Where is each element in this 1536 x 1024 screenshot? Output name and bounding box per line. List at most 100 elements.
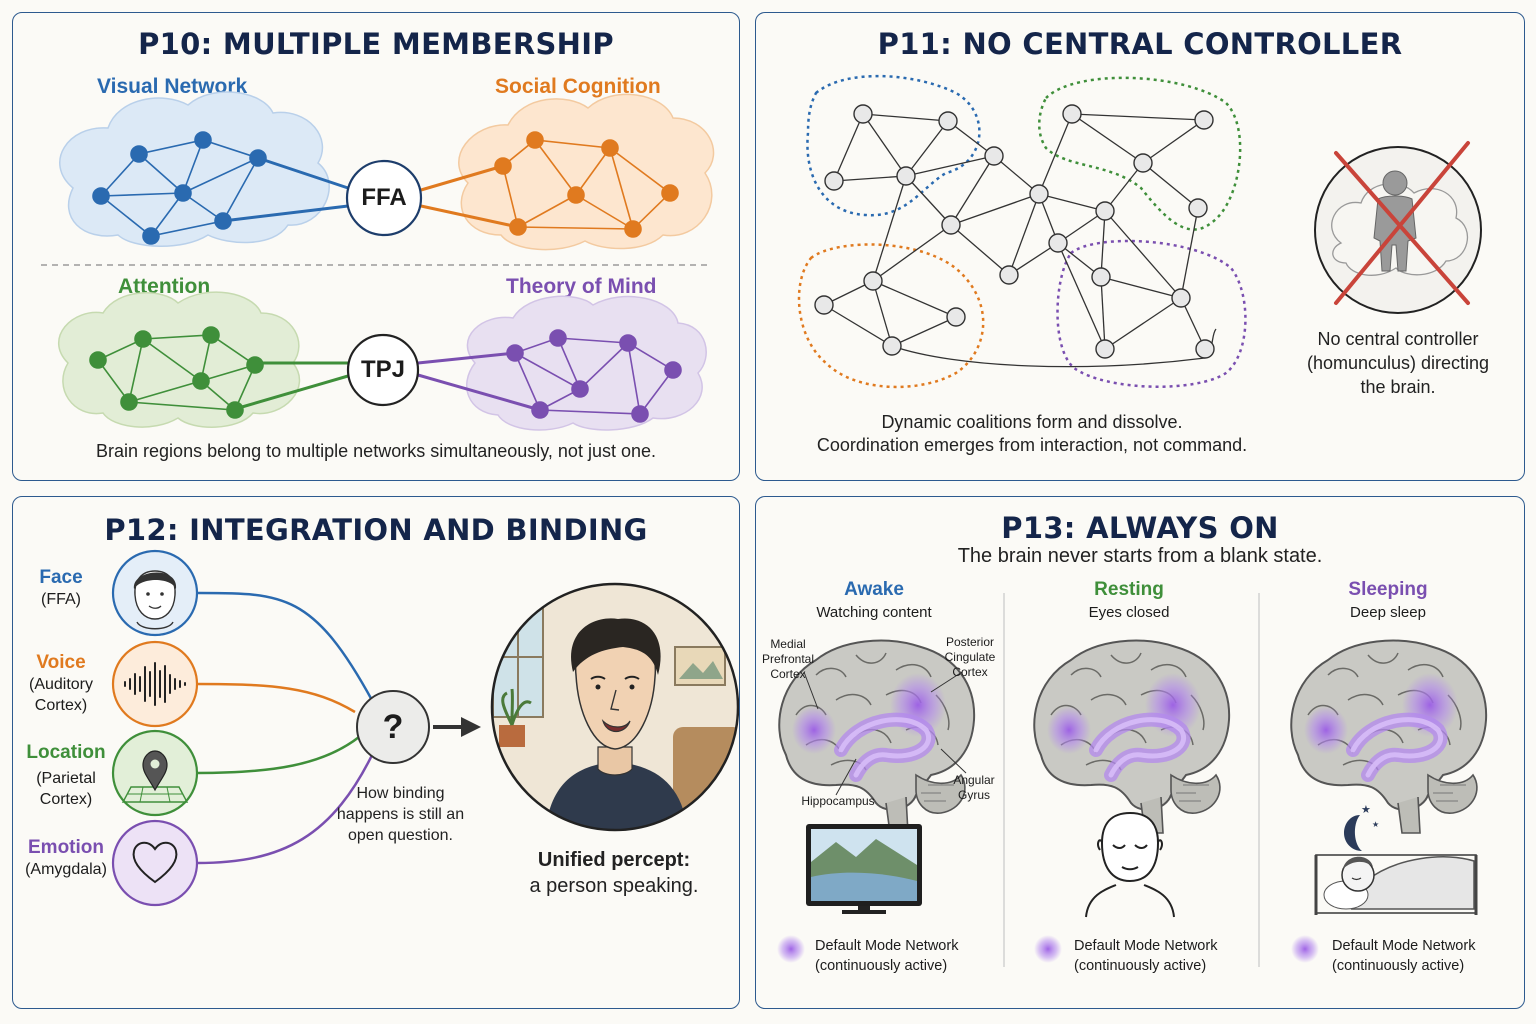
face-region: (FFA) bbox=[41, 591, 81, 608]
location-name: Location bbox=[26, 742, 106, 763]
homunculus-caption-3: the brain. bbox=[1360, 377, 1436, 397]
p10-caption: Brain regions belong to multiple network… bbox=[96, 441, 656, 461]
face-icon bbox=[111, 549, 199, 637]
always-on-diagram: ★ ★ bbox=[756, 593, 1524, 967]
visual-network-label: Visual Network bbox=[97, 75, 248, 98]
dmn-glow-icon bbox=[1291, 935, 1319, 963]
panel-title: P13: ALWAYS ON bbox=[1001, 511, 1279, 545]
arrow-right-icon bbox=[433, 717, 481, 737]
state-resting: Resting Eyes closed bbox=[1031, 579, 1227, 621]
brain-label-pointers bbox=[803, 671, 967, 796]
label-hippocampus: Hippocampus bbox=[801, 794, 875, 808]
svg-text:★: ★ bbox=[1361, 804, 1371, 816]
percept-text: a person speaking. bbox=[529, 875, 699, 897]
state-desc: Watching content bbox=[816, 604, 932, 621]
panel-subtitle: The brain never starts from a blank stat… bbox=[957, 545, 1323, 567]
pcc-line2: Cingulate bbox=[944, 650, 996, 664]
emotion-name: Emotion bbox=[28, 837, 104, 858]
state-name: Awake bbox=[844, 579, 904, 600]
mpfc-line1: Medial bbox=[770, 637, 806, 651]
panel-title: P10: MULTIPLE MEMBERSHIP bbox=[138, 27, 614, 61]
theory-of-mind-label: Theory of Mind bbox=[506, 275, 657, 298]
homunculus-icon bbox=[1314, 141, 1482, 314]
resting-face-icon bbox=[1085, 811, 1175, 918]
mpfc-line2: Prefrontal bbox=[761, 652, 815, 666]
input-label-voice: Voice (Auditory Cortex) bbox=[18, 652, 104, 716]
voice-region-1: (Auditory bbox=[28, 676, 94, 693]
tpj-hub bbox=[346, 333, 420, 407]
brain-sleeping bbox=[1291, 641, 1486, 833]
legend-resting: Default Mode Network (continuously activ… bbox=[1074, 936, 1217, 976]
state-awake: Awake Watching content bbox=[776, 579, 972, 621]
input-label-emotion: Emotion (Amygdala) bbox=[18, 837, 114, 880]
legend-line1: Default Mode Network bbox=[1074, 938, 1218, 954]
legend-line1: Default Mode Network bbox=[815, 938, 959, 954]
label-angular-gyrus: Angular Gyrus bbox=[946, 773, 1002, 803]
panel-title: P11: NO CENTRAL CONTROLLER bbox=[877, 27, 1403, 61]
binding-caption-1: How binding bbox=[356, 785, 445, 802]
ffa-hub bbox=[345, 159, 423, 237]
visual-network-graph bbox=[92, 131, 267, 245]
network-edges bbox=[823, 113, 1217, 368]
location-region-2: Cortex) bbox=[39, 791, 93, 808]
tv-icon bbox=[806, 824, 922, 914]
state-sleeping: Sleeping Deep sleep bbox=[1290, 579, 1486, 621]
panel-p12: P12: INTEGRATION AND BINDING Face (FFA) … bbox=[12, 496, 740, 1009]
social-cognition-cloud bbox=[458, 93, 715, 251]
pcc-line3: Cortex bbox=[952, 665, 988, 679]
face-name: Face bbox=[39, 567, 83, 588]
coalition-green bbox=[1038, 76, 1242, 231]
theory-of-mind-cloud bbox=[466, 295, 707, 431]
coalition-caption-1: Dynamic coalitions form and dissolve. bbox=[881, 412, 1183, 432]
person-speaking-illustration bbox=[490, 582, 739, 832]
map-pin-icon bbox=[111, 729, 199, 817]
state-name: Sleeping bbox=[1348, 579, 1428, 600]
location-region-1: (Parietal bbox=[36, 770, 96, 787]
social-cognition-label: Social Cognition bbox=[495, 75, 661, 98]
binding-caption-2: happens is still an bbox=[336, 806, 465, 823]
legend-line2: (continuously active) bbox=[815, 958, 948, 974]
coalition-blue bbox=[806, 74, 981, 217]
angular-line1: Angular bbox=[953, 773, 995, 787]
legend-awake: Default Mode Network (continuously activ… bbox=[815, 936, 958, 976]
label-mpfc: Medial Prefrontal Cortex bbox=[758, 637, 818, 682]
svg-text:★: ★ bbox=[1372, 820, 1379, 829]
dmn-glow-icon bbox=[1034, 935, 1062, 963]
legend-line1: Default Mode Network bbox=[1332, 938, 1476, 954]
attention-network-graph bbox=[89, 326, 264, 419]
coalition-purple bbox=[1056, 239, 1247, 388]
network-nodes bbox=[814, 104, 1215, 359]
tom-network-graph bbox=[506, 329, 682, 423]
state-desc: Eyes closed bbox=[1088, 604, 1170, 621]
coalition-orange bbox=[797, 243, 985, 389]
question-mark: ? bbox=[382, 708, 404, 746]
mpfc-line3: Cortex bbox=[770, 667, 806, 681]
state-desc: Deep sleep bbox=[1350, 604, 1426, 621]
voice-region-2: Cortex) bbox=[34, 697, 88, 714]
ffa-label: FFA bbox=[361, 184, 407, 211]
panel-p10: P10: MULTIPLE MEMBERSHIP Visual Network … bbox=[12, 12, 740, 481]
visual-network-cloud bbox=[59, 91, 330, 247]
legend-line2: (continuously active) bbox=[1074, 958, 1207, 974]
homunculus-caption-1: No central controller bbox=[1317, 329, 1479, 349]
p10-network-diagram bbox=[41, 91, 715, 431]
input-label-face: Face (FFA) bbox=[18, 567, 104, 610]
angular-line2: Gyrus bbox=[957, 788, 990, 802]
panel-p13: P13: ALWAYS ON The brain never starts fr… bbox=[755, 496, 1525, 1009]
binding-caption-3: open question. bbox=[348, 827, 453, 844]
coalition-network-diagram bbox=[797, 74, 1482, 389]
percept-title: Unified percept: bbox=[537, 849, 691, 871]
brain-resting bbox=[1034, 641, 1229, 833]
input-label-location: Location (Parietal Cortex) bbox=[18, 742, 114, 810]
legend-sleeping: Default Mode Network (continuously activ… bbox=[1332, 936, 1475, 976]
question-circle bbox=[356, 690, 430, 764]
voice-name: Voice bbox=[36, 652, 86, 673]
heart-icon bbox=[111, 819, 199, 907]
coalition-caption-2: Coordination emerges from interaction, n… bbox=[816, 435, 1248, 455]
emotion-region: (Amygdala) bbox=[25, 861, 107, 878]
tpj-label: TPJ bbox=[360, 356, 405, 383]
sleeping-person-icon: ★ ★ bbox=[1314, 804, 1478, 915]
label-pcc: Posterior Cingulate Cortex bbox=[940, 635, 1000, 680]
binding-diagram bbox=[111, 549, 739, 907]
state-name: Resting bbox=[1094, 579, 1164, 600]
